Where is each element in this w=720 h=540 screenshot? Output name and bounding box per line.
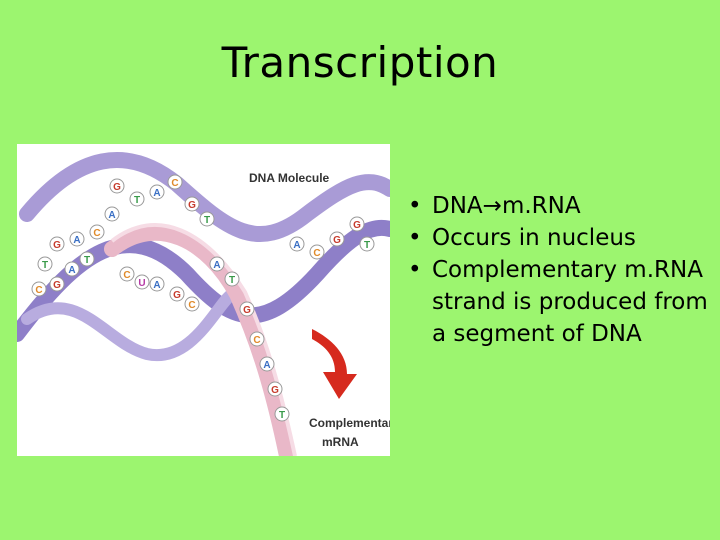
base-letter: A [263, 360, 270, 371]
base-circle [184, 296, 200, 312]
base-letter: C [253, 335, 260, 346]
base-letter: G [353, 220, 361, 231]
base-circle [239, 301, 255, 317]
bullet-dot: • [408, 257, 422, 283]
base-circle [359, 236, 375, 252]
base-circle [104, 206, 120, 222]
base-circle [79, 251, 95, 267]
base-letter: T [229, 275, 235, 286]
bullet-dot: • [408, 225, 422, 251]
base-circle [169, 286, 185, 302]
base-circle [267, 381, 283, 397]
base-circle [119, 266, 135, 282]
base-circle [69, 231, 85, 247]
base-letter: T [204, 215, 210, 226]
dna-backbone-back [21, 288, 238, 362]
base-circle [89, 224, 105, 240]
base-letter: C [188, 300, 195, 311]
base-letter: C [35, 285, 42, 296]
base-circle [149, 184, 165, 200]
base-circle [249, 331, 265, 347]
base-letter: G [188, 200, 196, 211]
bullet-text: Occurs in nucleus [432, 225, 636, 251]
base-letter: G [243, 305, 251, 316]
base-letter: G [53, 240, 61, 251]
base-circle [134, 274, 150, 290]
base-circle [199, 211, 215, 227]
bullet-text: Complementary m.RNA strand is produced f… [432, 257, 708, 347]
base-letter: U [138, 278, 145, 289]
base-letter: C [313, 248, 320, 259]
mrna-strand-edge [110, 223, 297, 456]
base-letter: C [171, 178, 178, 189]
base-circle [167, 174, 183, 190]
bullet-item-2: • Occurs in nucleus [408, 222, 708, 254]
base-letter: T [279, 410, 285, 421]
base-circle [109, 178, 125, 194]
base-circle [149, 276, 165, 292]
dna-transcription-diagram: DNA Molecule Complementary mRNA GTACGTAC… [17, 144, 390, 456]
transcription-arrow-icon [312, 329, 357, 399]
base-letter: C [123, 270, 130, 281]
base-letter: T [134, 195, 140, 206]
base-letter: A [153, 188, 160, 199]
base-letter: G [271, 385, 279, 396]
base-circle [274, 406, 290, 422]
base-circle [259, 356, 275, 372]
slide-title: Transcription [221, 38, 499, 87]
bullet-text-dna: DNA [432, 193, 483, 219]
dna-backbone-upper [19, 152, 390, 243]
base-letter: A [108, 210, 115, 221]
base-circle [31, 281, 47, 297]
base-circle [309, 244, 325, 260]
base-circle [49, 236, 65, 252]
base-letter: G [333, 235, 341, 246]
base-circle [37, 256, 53, 272]
base-circle [349, 216, 365, 232]
base-circle [224, 271, 240, 287]
bullet-list: • DNA→m.RNA • Occurs in nucleus • Comple… [408, 190, 708, 350]
base-circle [289, 236, 305, 252]
base-letter: A [213, 260, 220, 271]
base-circle [129, 191, 145, 207]
base-letter: G [113, 182, 121, 193]
base-letter: G [173, 290, 181, 301]
base-letter: G [53, 280, 61, 291]
bullet-item-3: • Complementary m.RNA strand is produced… [408, 254, 708, 350]
base-circle [329, 231, 345, 247]
base-circle [49, 276, 65, 292]
base-letter: A [73, 235, 80, 246]
dna-molecule-label: DNA Molecule [249, 171, 330, 185]
base-letter: A [293, 240, 300, 251]
base-letter: T [364, 240, 370, 251]
base-letter: C [93, 228, 100, 239]
base-circle [209, 256, 225, 272]
mrna-label-line2: mRNA [322, 435, 359, 449]
bullet-text-mrna: m.RNA [501, 193, 581, 219]
bullet-dot: • [408, 193, 422, 219]
base-letter: T [84, 255, 90, 266]
mrna-label-line1: Complementary [309, 416, 390, 430]
base-letter: A [68, 265, 75, 276]
base-letter: A [153, 280, 160, 291]
base-circle [184, 196, 200, 212]
right-arrow-icon: → [482, 193, 502, 219]
base-letter: T [42, 260, 48, 271]
dna-helix-illustration: DNA Molecule Complementary mRNA GTACGTAC… [17, 152, 390, 456]
base-circle [64, 261, 80, 277]
bullet-item-1: • DNA→m.RNA [408, 190, 708, 222]
